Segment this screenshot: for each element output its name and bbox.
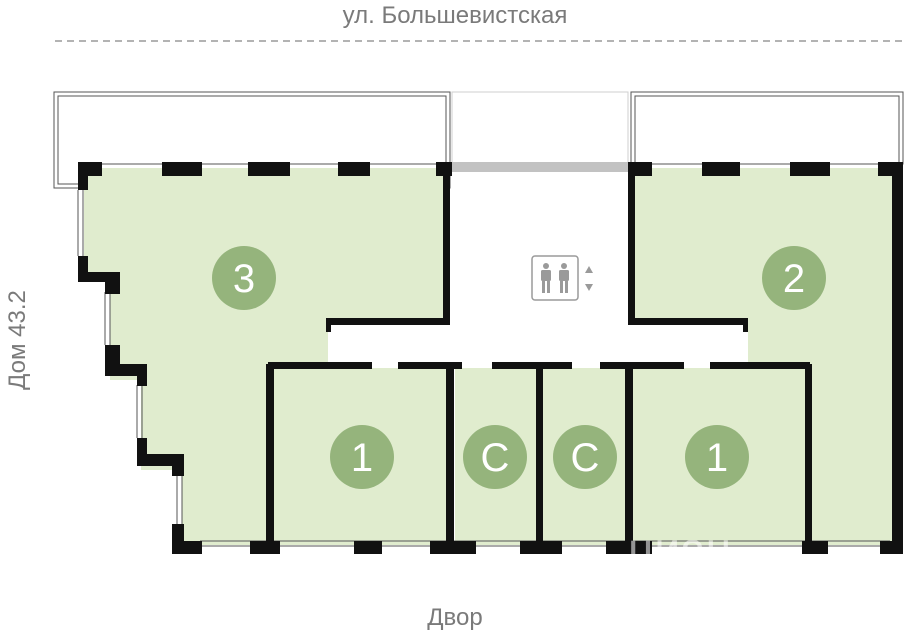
unit-3-area: [84, 168, 446, 545]
elevator-icon: [531, 255, 593, 301]
studio-left-rooms: С: [481, 436, 510, 480]
unit-1-left-rooms: 1: [351, 436, 373, 480]
unit-2-area: [633, 168, 893, 545]
gallery-strip: [450, 162, 630, 172]
studio-left-badge[interactable]: С: [463, 425, 527, 489]
arrow-up-icon: [585, 266, 593, 273]
arrow-down-icon: [585, 284, 593, 291]
unit-2-rooms: 2: [783, 257, 805, 301]
studio-right-rooms: С: [571, 436, 600, 480]
unit-3-badge[interactable]: 3: [212, 246, 276, 310]
studio-right-badge[interactable]: С: [553, 425, 617, 489]
unit-2-badge[interactable]: 2: [762, 246, 826, 310]
watermark: циан: [628, 523, 731, 575]
balcony-middle: [451, 91, 629, 165]
yard-label: Двор: [427, 604, 483, 631]
walls: [78, 162, 903, 554]
unit-3-rooms: 3: [233, 257, 255, 301]
street-label: ул. Большевистская: [342, 2, 568, 29]
balcony-right: [630, 91, 904, 165]
unit-1-right-badge[interactable]: 1: [685, 425, 749, 489]
unit-1-right-rooms: 1: [706, 436, 728, 480]
unit-1-left-badge[interactable]: 1: [330, 425, 394, 489]
